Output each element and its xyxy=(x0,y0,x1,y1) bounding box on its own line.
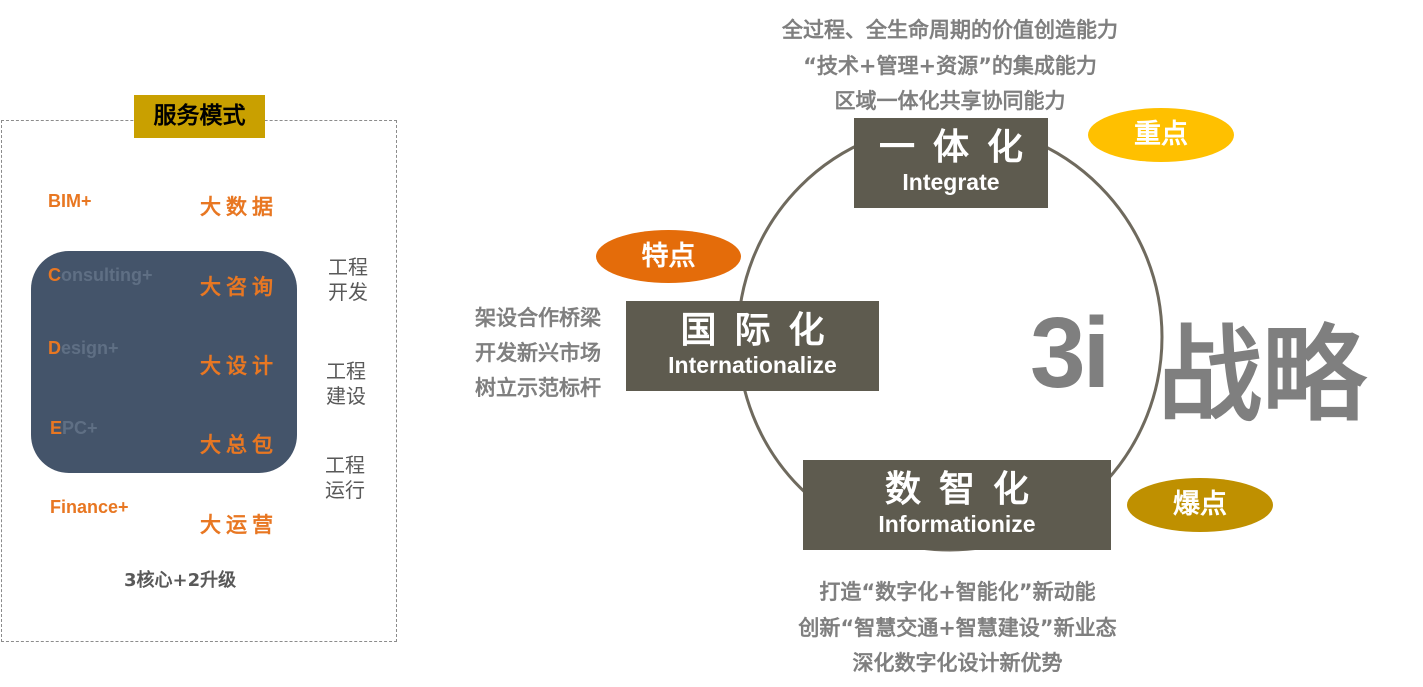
stage-build-line-1: 工程 xyxy=(326,359,366,383)
consulting-rest: onsulting+ xyxy=(61,265,153,285)
stage-dev-line-2: 开发 xyxy=(328,280,368,304)
integrate-desc-2: “技术+管理+资源”的集成能力 xyxy=(803,54,1097,78)
epc-rest: PC+ xyxy=(62,418,98,438)
service-model-title: 服务模式 xyxy=(134,95,265,138)
design-rest: esign+ xyxy=(61,338,119,358)
stage-run-line-1: 工程 xyxy=(325,453,365,477)
design-label: Design+ xyxy=(48,338,119,359)
integrate-desc-3: 区域一体化共享协同能力 xyxy=(834,89,1066,113)
epc-label: EPC+ xyxy=(50,418,98,439)
consulting-label: Consulting+ xyxy=(48,265,153,286)
strategy-cn-label: 战略 xyxy=(1158,314,1367,436)
big-operation-label: 大运营 xyxy=(200,513,278,537)
stage-run-line-2: 运行 xyxy=(325,478,365,502)
integrate-cn: 一体化 xyxy=(878,127,1041,168)
breakout-tag: 爆点 xyxy=(1127,478,1273,532)
consulting-initial: C xyxy=(48,265,61,285)
big-consulting-label: 大咨询 xyxy=(200,275,278,299)
feature-tag: 特点 xyxy=(596,230,741,283)
stage-build-line-2: 建设 xyxy=(326,384,366,408)
informationize-en: Informationize xyxy=(878,511,1036,537)
internationalize-desc-1: 架设合作桥梁 xyxy=(475,306,601,330)
internationalize-desc-3: 树立示范标杆 xyxy=(475,376,601,400)
big-data-label: 大数据 xyxy=(200,195,278,219)
big-design-label: 大设计 xyxy=(200,354,278,378)
internationalize-box: 国际化 Internationalize xyxy=(626,301,879,391)
informationize-desc-1: 打造“数字化+智能化”新动能 xyxy=(819,580,1096,604)
internationalize-desc-2: 开发新兴市场 xyxy=(475,341,601,365)
informationize-box: 数智化 Informationize xyxy=(803,460,1111,550)
internationalize-en: Internationalize xyxy=(668,352,837,378)
stage-engineering-operation: 工程 运行 xyxy=(321,453,369,503)
integrate-box: 一体化 Integrate xyxy=(854,118,1048,208)
integrate-en: Integrate xyxy=(902,169,1000,195)
internationalize-cn: 国际化 xyxy=(680,310,843,351)
stage-engineering-construction: 工程 建设 xyxy=(322,359,370,409)
strategy-3i-label: 3i xyxy=(1030,297,1110,409)
stage-engineering-development: 工程 开发 xyxy=(324,255,372,305)
informationize-desc-2: 创新“智慧交通+智慧建设”新业态 xyxy=(798,616,1117,640)
core-upgrade-formula: 3核心+2升级 xyxy=(124,570,237,591)
informationize-cn: 数智化 xyxy=(884,469,1047,510)
integrate-desc-1: 全过程、全生命周期的价值创造能力 xyxy=(782,18,1118,42)
focus-tag: 重点 xyxy=(1088,108,1234,162)
design-initial: D xyxy=(48,338,61,358)
core-services-block xyxy=(31,251,297,473)
finance-label: Finance+ xyxy=(50,497,129,517)
epc-initial: E xyxy=(50,418,63,438)
informationize-desc-3: 深化数字化设计新优势 xyxy=(852,651,1063,675)
big-contracting-label: 大总包 xyxy=(200,433,278,457)
stage-dev-line-1: 工程 xyxy=(328,255,368,279)
bim-label: BIM+ xyxy=(48,191,92,211)
